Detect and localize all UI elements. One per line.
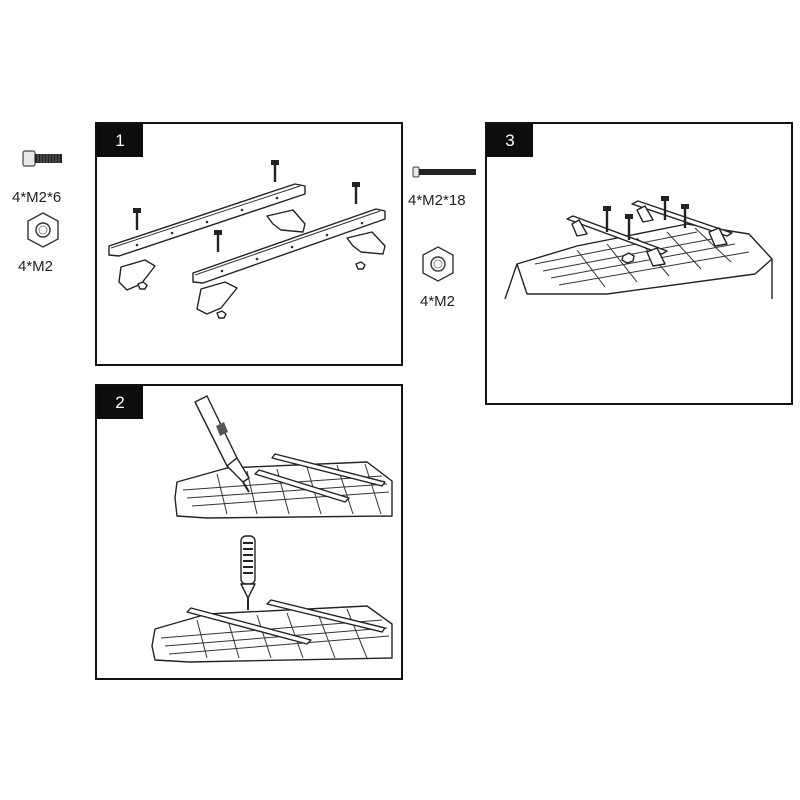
- step-1-panel: 1: [95, 122, 403, 366]
- step-2-number: 2: [97, 386, 143, 419]
- step-3-number: 3: [487, 124, 533, 157]
- step-2-panel: 2: [95, 384, 403, 680]
- nut-label-left: 4*M2: [18, 258, 54, 275]
- short-screw-label: 4*M2*6: [12, 189, 62, 206]
- nut-label-right: 4*M2: [420, 293, 456, 310]
- step-1-number: 1: [97, 124, 143, 157]
- step-3-panel: 3: [485, 122, 793, 405]
- roof-rail-parts-diagram: [108, 160, 386, 319]
- roof-rack-install-diagram: [504, 196, 773, 300]
- hole-drilling-diagram: [151, 395, 393, 663]
- screwdriver-icon: [194, 395, 250, 493]
- file-tool-icon: [240, 535, 256, 610]
- long-screw-label: 4*M2*18: [408, 192, 466, 209]
